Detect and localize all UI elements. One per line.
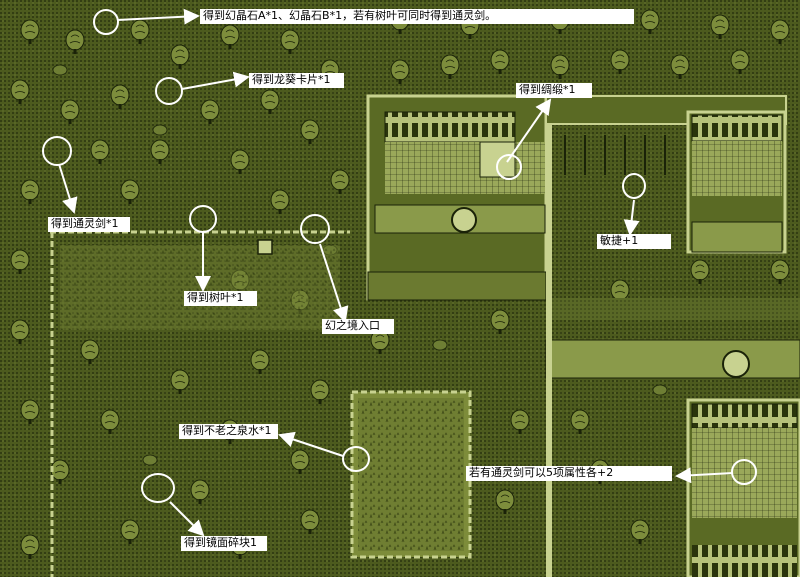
label-illusion-entrance: 幻之境入口 bbox=[322, 319, 394, 334]
upper-corridor bbox=[545, 95, 787, 125]
left-fence bbox=[50, 230, 350, 577]
south-wall bbox=[545, 339, 800, 379]
building-shop bbox=[366, 94, 548, 301]
field-rows bbox=[564, 135, 666, 175]
label-spirit-sword: 得到通灵剑*1 bbox=[48, 217, 130, 232]
label-agility: 敏捷+1 bbox=[597, 234, 671, 249]
label-dragon-card: 得到龙葵卡片*1 bbox=[249, 73, 344, 88]
marker-armor[interactable] bbox=[496, 154, 522, 180]
marker-agility[interactable] bbox=[622, 173, 646, 199]
label-leaf: 得到树叶*1 bbox=[184, 291, 257, 306]
building-lower-right bbox=[686, 398, 800, 577]
marker-eternal-water[interactable] bbox=[342, 446, 370, 472]
forest-trees bbox=[10, 9, 790, 560]
bushes bbox=[52, 64, 668, 466]
building-right bbox=[686, 110, 787, 254]
label-mirror-shard: 得到镜面碎块1 bbox=[181, 536, 267, 551]
marker-attributes[interactable] bbox=[731, 459, 757, 485]
marker-illusion-entrance[interactable] bbox=[300, 214, 330, 244]
marker-dragon-card[interactable] bbox=[155, 77, 183, 105]
marker-mirror-shard[interactable] bbox=[141, 473, 175, 503]
grass-yard bbox=[350, 390, 472, 559]
marker-leaf[interactable] bbox=[189, 205, 217, 233]
chest-icon bbox=[257, 239, 273, 255]
marker-crystals[interactable] bbox=[93, 9, 119, 35]
label-attributes: 若有通灵剑可以5项属性各+2 bbox=[466, 466, 672, 481]
label-eternal-water: 得到不老之泉水*1 bbox=[179, 424, 278, 439]
marker-spirit-sword[interactable] bbox=[42, 136, 72, 166]
road-divider bbox=[546, 124, 552, 577]
label-crystals: 得到幻晶石A*1、幻晶石B*1，若有树叶可同时得到通灵剑。 bbox=[200, 9, 634, 24]
road-horizontal bbox=[546, 298, 800, 320]
label-armor: 得到绸缎*1 bbox=[516, 83, 592, 98]
